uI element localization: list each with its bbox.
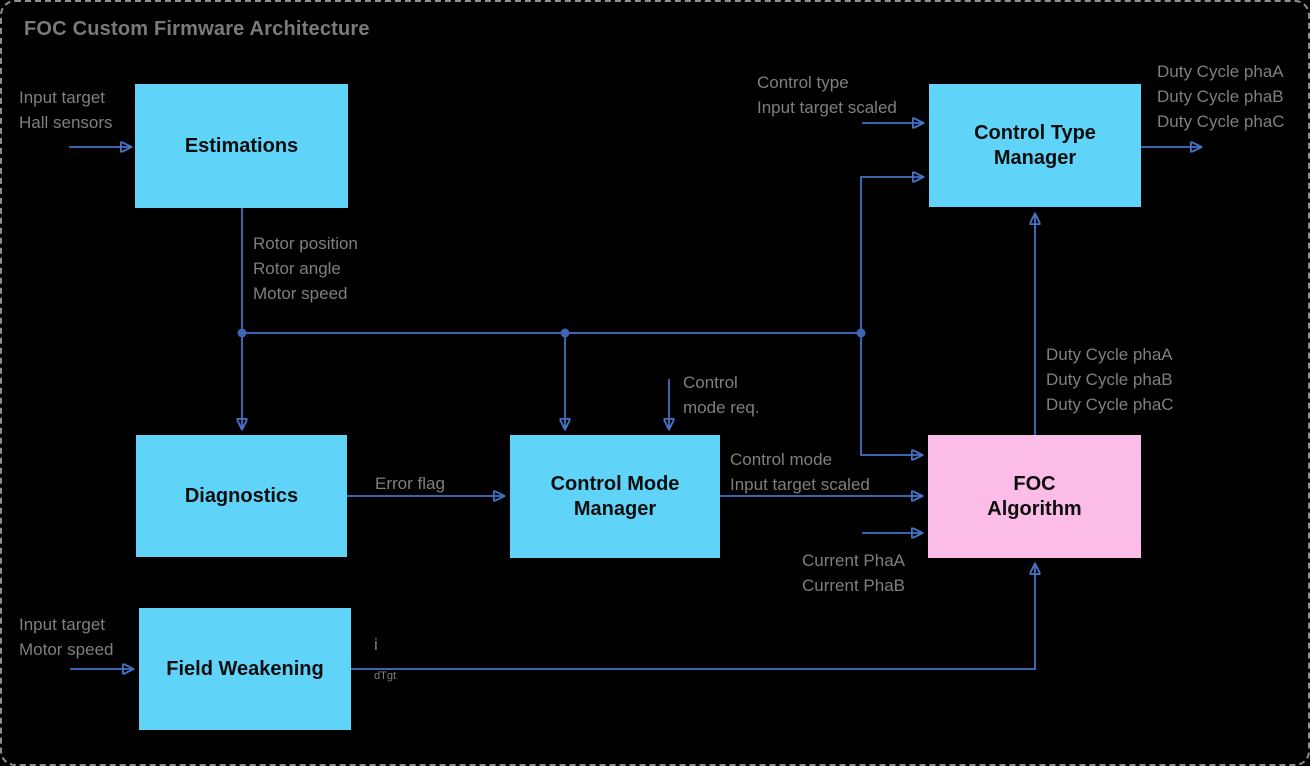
label-input-target-scaled-2: Input target scaled bbox=[730, 475, 870, 494]
junction-dot bbox=[856, 328, 866, 338]
control-type-output-labels: Duty Cycle phaA Duty Cycle phaB Duty Cyc… bbox=[1157, 59, 1285, 134]
label-current-phaA: Current PhaA bbox=[802, 551, 905, 570]
label-error-flag: Error flag bbox=[375, 474, 445, 493]
label-input-target: Input target bbox=[19, 88, 106, 107]
label-hall-sensors: Hall sensors bbox=[19, 113, 113, 132]
control-mode-output-labels: Control mode Input target scaled bbox=[730, 447, 870, 497]
junction-dot bbox=[237, 328, 247, 338]
label-idtgt-sub: dTgt bbox=[374, 670, 397, 682]
label-idtgt-base: i bbox=[374, 635, 378, 654]
control-mode-manager-label-line1: Control Mode bbox=[550, 472, 680, 495]
label-rotor-position: Rotor position bbox=[253, 234, 358, 253]
estimations-box: Estimations bbox=[135, 84, 348, 208]
idtgt-label: i dTgt bbox=[374, 632, 396, 689]
label-rotor-angle: Rotor angle bbox=[253, 259, 341, 278]
foc-algorithm-label-line1: FOC bbox=[1013, 472, 1056, 495]
estimations-input-labels: Input target Hall sensors bbox=[19, 85, 113, 135]
label-motor-speed: Motor speed bbox=[253, 284, 348, 303]
control-type-manager-label-line2: Manager bbox=[993, 146, 1077, 169]
error-flag-label: Error flag bbox=[375, 471, 445, 496]
control-mode-manager-box: Control Mode Manager bbox=[510, 435, 720, 558]
estimations-label: Estimations bbox=[184, 134, 299, 157]
label-control-type: Control type bbox=[757, 73, 849, 92]
control-mode-manager-label-line2: Manager bbox=[573, 497, 657, 520]
label-idtgt: i dTgt bbox=[374, 632, 396, 689]
label-fw-input-target: Input target bbox=[19, 615, 106, 634]
control-type-input-labels: Control type Input target scaled bbox=[757, 70, 897, 120]
diagram-title: FOC Custom Firmware Architecture bbox=[24, 18, 370, 40]
arrow-fw-to-foc bbox=[351, 565, 1035, 670]
arrow-bus-to-foc-algorithm bbox=[860, 333, 921, 455]
junction-dot bbox=[560, 328, 570, 338]
foc-algorithm-box: FOC Algorithm bbox=[928, 435, 1141, 558]
control-type-manager-box: Control Type Manager bbox=[929, 84, 1141, 207]
label-foc-duty-phaB: Duty Cycle phaB bbox=[1046, 370, 1173, 389]
label-duty-cycle-phaA: Duty Cycle phaA bbox=[1157, 62, 1284, 81]
label-foc-duty-phaA: Duty Cycle phaA bbox=[1046, 345, 1173, 364]
diagnostics-label: Diagnostics bbox=[184, 484, 299, 507]
control-mode-request-labels: Control mode req. bbox=[683, 370, 760, 420]
label-duty-cycle-phaC: Duty Cycle phaC bbox=[1157, 112, 1285, 131]
field-weakening-label: Field Weakening bbox=[166, 657, 324, 680]
foc-current-labels: Current PhaA Current PhaB bbox=[802, 548, 905, 598]
foc-algorithm-label-line2: Algorithm bbox=[987, 497, 1082, 520]
label-mode-req: mode req. bbox=[683, 398, 760, 417]
diagnostics-box: Diagnostics bbox=[136, 435, 347, 557]
estimations-output-labels: Rotor position Rotor angle Motor speed bbox=[253, 231, 358, 306]
label-input-target-scaled: Input target scaled bbox=[757, 98, 897, 117]
label-duty-cycle-phaB: Duty Cycle phaB bbox=[1157, 87, 1284, 106]
control-type-manager-label-line1: Control Type bbox=[974, 121, 1096, 144]
field-weakening-input-labels: Input target Motor speed bbox=[19, 612, 114, 662]
foc-duty-output-labels: Duty Cycle phaA Duty Cycle phaB Duty Cyc… bbox=[1046, 342, 1174, 417]
label-fw-motor-speed: Motor speed bbox=[19, 640, 114, 659]
label-current-phaB: Current PhaB bbox=[802, 576, 905, 595]
arrow-bus-to-control-type-manager bbox=[860, 177, 922, 333]
field-weakening-box: Field Weakening bbox=[139, 608, 351, 730]
label-foc-duty-phaC: Duty Cycle phaC bbox=[1046, 395, 1174, 414]
label-control: Control bbox=[683, 373, 738, 392]
label-control-mode: Control mode bbox=[730, 450, 833, 469]
